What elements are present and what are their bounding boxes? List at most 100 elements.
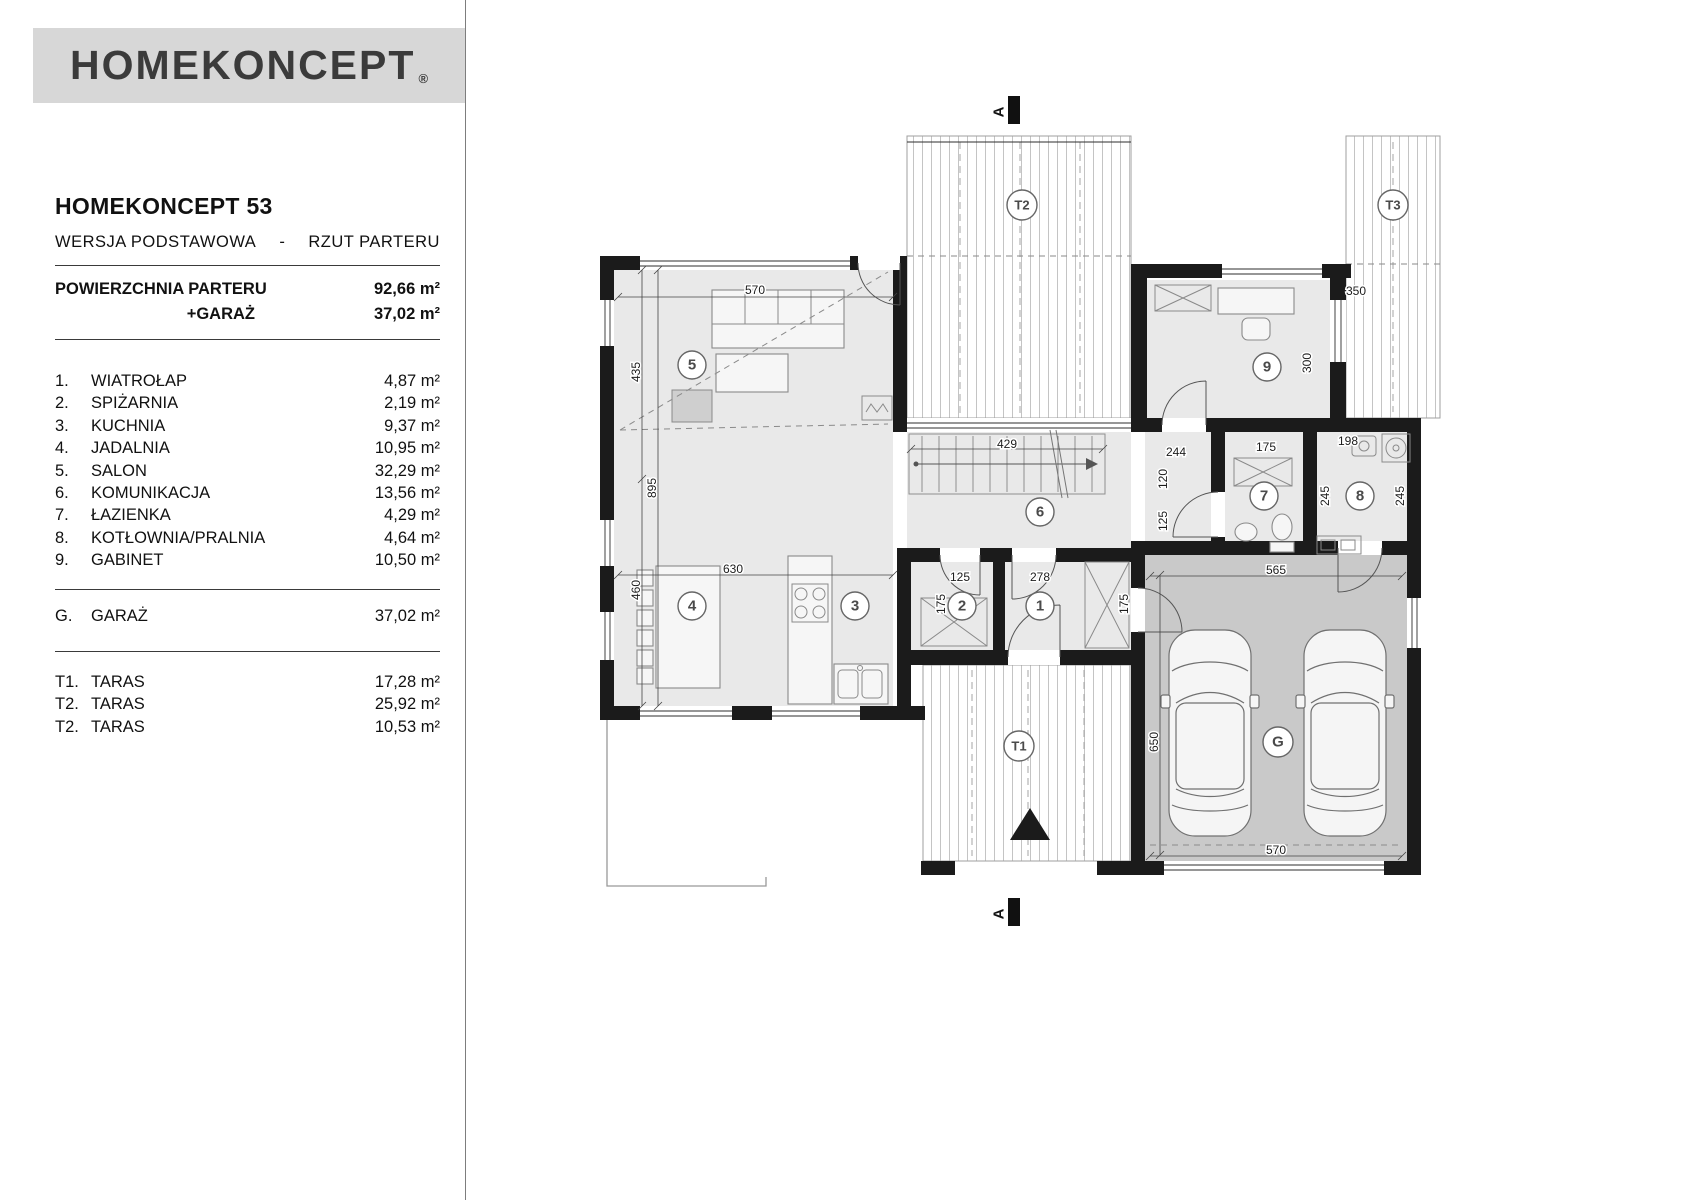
- svg-text:2: 2: [958, 598, 966, 615]
- terrace-number: T1.: [55, 673, 79, 692]
- floor-area-row: POWIERZCHNIA PARTERU 92,66 m²: [55, 277, 440, 302]
- divider: [55, 339, 440, 340]
- area-summary: POWIERZCHNIA PARTERU 92,66 m² +GARAŻ 37,…: [55, 277, 440, 327]
- room-area: 13,56 m²: [374, 484, 440, 503]
- room-label-5: 5: [677, 350, 707, 380]
- dim-salon-top: 570: [745, 283, 765, 297]
- room-label-4: 4: [677, 591, 707, 621]
- room-number: 3.: [55, 416, 69, 435]
- room-number: 8.: [55, 528, 69, 547]
- fireplace: [861, 395, 893, 421]
- dim-hall-h-lower: 125: [1156, 511, 1170, 531]
- dim-office-w: 350: [1346, 284, 1366, 298]
- dim-salon-upper-h: 435: [629, 362, 643, 382]
- svg-text:5: 5: [688, 357, 696, 374]
- dim-hall-w: 244: [1166, 445, 1186, 459]
- dim-garage-w-top: 565: [1266, 563, 1286, 577]
- terrace-name: TARAS: [91, 673, 145, 692]
- room-number: 5.: [55, 461, 69, 480]
- car-left: [1160, 629, 1260, 837]
- dining-table: [636, 565, 721, 689]
- sofa: [711, 289, 845, 393]
- floor-area-value: 92,66 m²: [373, 280, 440, 298]
- garage-label: G: [1262, 726, 1294, 758]
- room-name: WIATROŁAP: [91, 372, 187, 390]
- logo-text: HOMEKONCEPT: [69, 42, 416, 88]
- svg-text:9: 9: [1263, 359, 1271, 376]
- dim-garage-h: 650: [1147, 732, 1161, 752]
- room-number: 2.: [55, 394, 69, 413]
- info-panel: HOMEKONCEPT ® HOMEKONCEPT 53 WERSJA PODS…: [33, 28, 465, 738]
- floor-plan: 570 435 895 460 630 429 244 120 125 350 …: [600, 96, 1441, 926]
- registered-mark: ®: [418, 71, 429, 86]
- panel-divider-line: [465, 0, 466, 1200]
- room-label-9: 9: [1252, 352, 1282, 382]
- room-list-item: 4. JADALNIA 10,95 m²: [55, 437, 440, 459]
- room-number: 6.: [55, 484, 69, 503]
- room-name: KOTŁOWNIA/PRALNIA: [91, 528, 266, 547]
- dim-bath-h: 245: [1318, 486, 1332, 506]
- svg-text:3: 3: [851, 598, 859, 615]
- room-area: 37,02 m²: [374, 606, 440, 625]
- terrace-area: 17,28 m²: [374, 673, 440, 692]
- view-label: RZUT PARTERU: [308, 233, 440, 251]
- room-list-item: 8. KOTŁOWNIA/PRALNIA 4,64 m²: [55, 527, 440, 549]
- room-area: 4,29 m²: [384, 506, 440, 525]
- terrace-area: 25,92 m²: [374, 695, 440, 714]
- terrace-name: TARAS: [91, 695, 145, 714]
- entrance-arrow: [1010, 808, 1050, 840]
- room-number: 9.: [55, 551, 69, 570]
- ground-line: [606, 720, 767, 887]
- garage-area-row: +GARAŻ 37,02 m²: [55, 302, 440, 327]
- terrace-label-t3: T3: [1377, 189, 1409, 221]
- divider: [55, 651, 440, 653]
- terrace-name: TARAS: [91, 717, 145, 736]
- svg-text:6: 6: [1036, 504, 1044, 521]
- room-list-item: 3. KUCHNIA 9,37 m²: [55, 415, 440, 437]
- svg-text:T2: T2: [1014, 198, 1029, 213]
- svg-text:G: G: [1272, 734, 1284, 751]
- dim-office-h: 300: [1300, 353, 1314, 373]
- room-name: SPIŻARNIA: [91, 394, 179, 413]
- divider: [55, 588, 440, 590]
- office-desk: [1154, 284, 1295, 341]
- room-name: JADALNIA: [91, 439, 170, 458]
- room-number: 7.: [55, 506, 69, 525]
- room-label-7: 7: [1249, 481, 1279, 511]
- section-letter-bottom: A: [991, 908, 1008, 919]
- room-label-1: 1: [1025, 591, 1055, 621]
- room-name: SALON: [91, 461, 147, 480]
- dim-lower-left-h: 460: [629, 580, 643, 600]
- room-area: 9,37 m²: [384, 416, 440, 435]
- room-area: 10,95 m²: [374, 439, 440, 458]
- logo: HOMEKONCEPT ®: [33, 28, 465, 103]
- dim-entry-w: 278: [1030, 570, 1050, 584]
- subtitle-dash: -: [279, 233, 286, 251]
- dimension-lines: [613, 265, 1407, 861]
- room-number: 1.: [55, 372, 69, 390]
- room-number: G.: [55, 606, 73, 625]
- dim-boiler-w: 198: [1338, 434, 1358, 448]
- svg-text:8: 8: [1356, 488, 1364, 505]
- dim-garage-w-bottom: 570: [1266, 843, 1286, 857]
- room-name: KUCHNIA: [91, 416, 166, 435]
- boiler-room-fixtures: [1316, 433, 1411, 555]
- section-letter-top: A: [991, 106, 1008, 117]
- room-number: 4.: [55, 439, 69, 458]
- garage-area-label: +GARAŻ: [186, 305, 255, 323]
- room-area: 4,64 m²: [384, 528, 440, 547]
- terrace-t1: [922, 664, 1132, 862]
- room-area: 32,29 m²: [374, 461, 440, 480]
- room-name: GARAŻ: [91, 606, 148, 625]
- dim-bath-w: 175: [1256, 440, 1276, 454]
- dim-stairs-w: 429: [997, 437, 1017, 451]
- room-list-item: 5. SALON 32,29 m²: [55, 460, 440, 482]
- room-label-6: 6: [1025, 497, 1055, 527]
- dim-dining-w: 630: [723, 562, 743, 576]
